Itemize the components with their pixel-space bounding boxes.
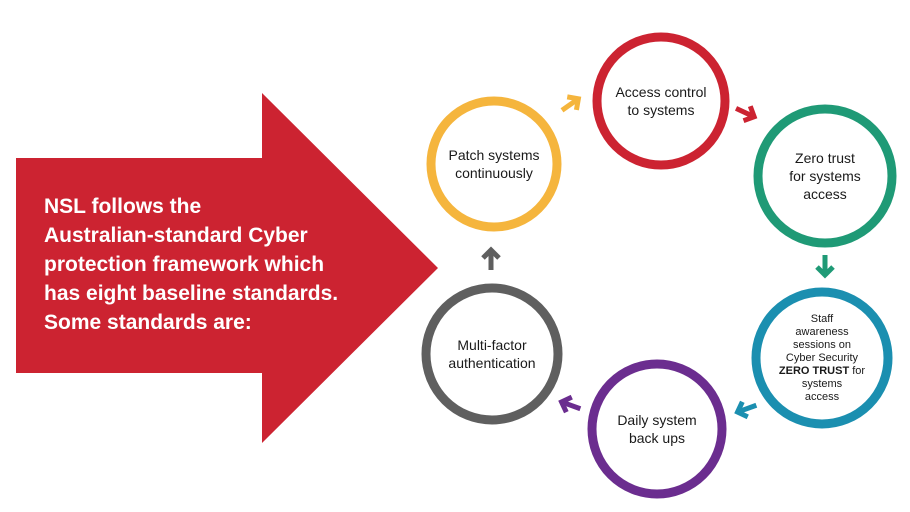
arrow-zerotrust-to-staff (815, 255, 835, 279)
step-text: Staff (810, 312, 834, 325)
step-text: Zero trust (795, 150, 855, 166)
arrow-access-to-zerotrust (734, 105, 758, 124)
step-mfa-circle (421, 283, 563, 425)
connector-arrows (481, 94, 835, 420)
step-patch-systems-circle (426, 96, 562, 232)
arrow-patch-to-access (560, 94, 582, 113)
step-text: Cyber Security (785, 351, 859, 364)
step-zero-trust-label: Zero trust for systems access (762, 118, 888, 234)
arrow-backups-to-mfa (558, 394, 582, 414)
intro-line: has eight baseline standards. (44, 282, 339, 305)
step-zero-trust-circle (753, 104, 897, 248)
arrow-staff-to-backups (734, 400, 758, 420)
step-text: sessions on (792, 338, 852, 351)
step-text: for (849, 364, 866, 377)
step-text: systems (801, 377, 843, 390)
step-text-emphasis-line: ZERO TRUST for (779, 365, 865, 378)
intro-text: NSL follows the Australian-standard Cybe… (44, 192, 374, 337)
step-staff-awareness-circle (751, 287, 893, 429)
intro-line: Australian-standard Cyber (44, 224, 308, 247)
intro-line: NSL follows the (44, 195, 202, 218)
step-text: Daily system (617, 412, 697, 428)
step-access-control-circle (592, 32, 730, 170)
step-text: to systems (627, 102, 695, 118)
step-text: Access control (615, 84, 707, 100)
intro-arrow (16, 93, 438, 443)
step-text: Patch systems (448, 147, 540, 163)
step-daily-backups-circle (587, 359, 727, 499)
step-daily-backups-label: Daily system back ups (596, 368, 718, 490)
step-staff-awareness-label: Staff awareness sessions on Cyber Securi… (762, 296, 882, 420)
arrow-mfa-to-patch (481, 246, 501, 270)
step-text: access (803, 186, 847, 202)
step-text: back ups (628, 430, 686, 446)
step-text: awareness (795, 325, 849, 338)
step-text: access (804, 390, 840, 403)
step-text: for systems (789, 168, 861, 184)
step-access-control-label: Access control to systems (598, 46, 724, 156)
step-mfa-label: Multi-factor authentication (430, 292, 554, 416)
step-text: continuously (455, 165, 533, 181)
step-text: authentication (448, 355, 536, 371)
intro-line: Some standards are: (44, 311, 252, 334)
step-text: Multi-factor (457, 337, 527, 353)
intro-line: protection framework which (44, 253, 325, 276)
step-patch-systems-label: Patch systems continuously (432, 107, 556, 221)
zero-trust-emphasis: ZERO TRUST (778, 364, 850, 377)
